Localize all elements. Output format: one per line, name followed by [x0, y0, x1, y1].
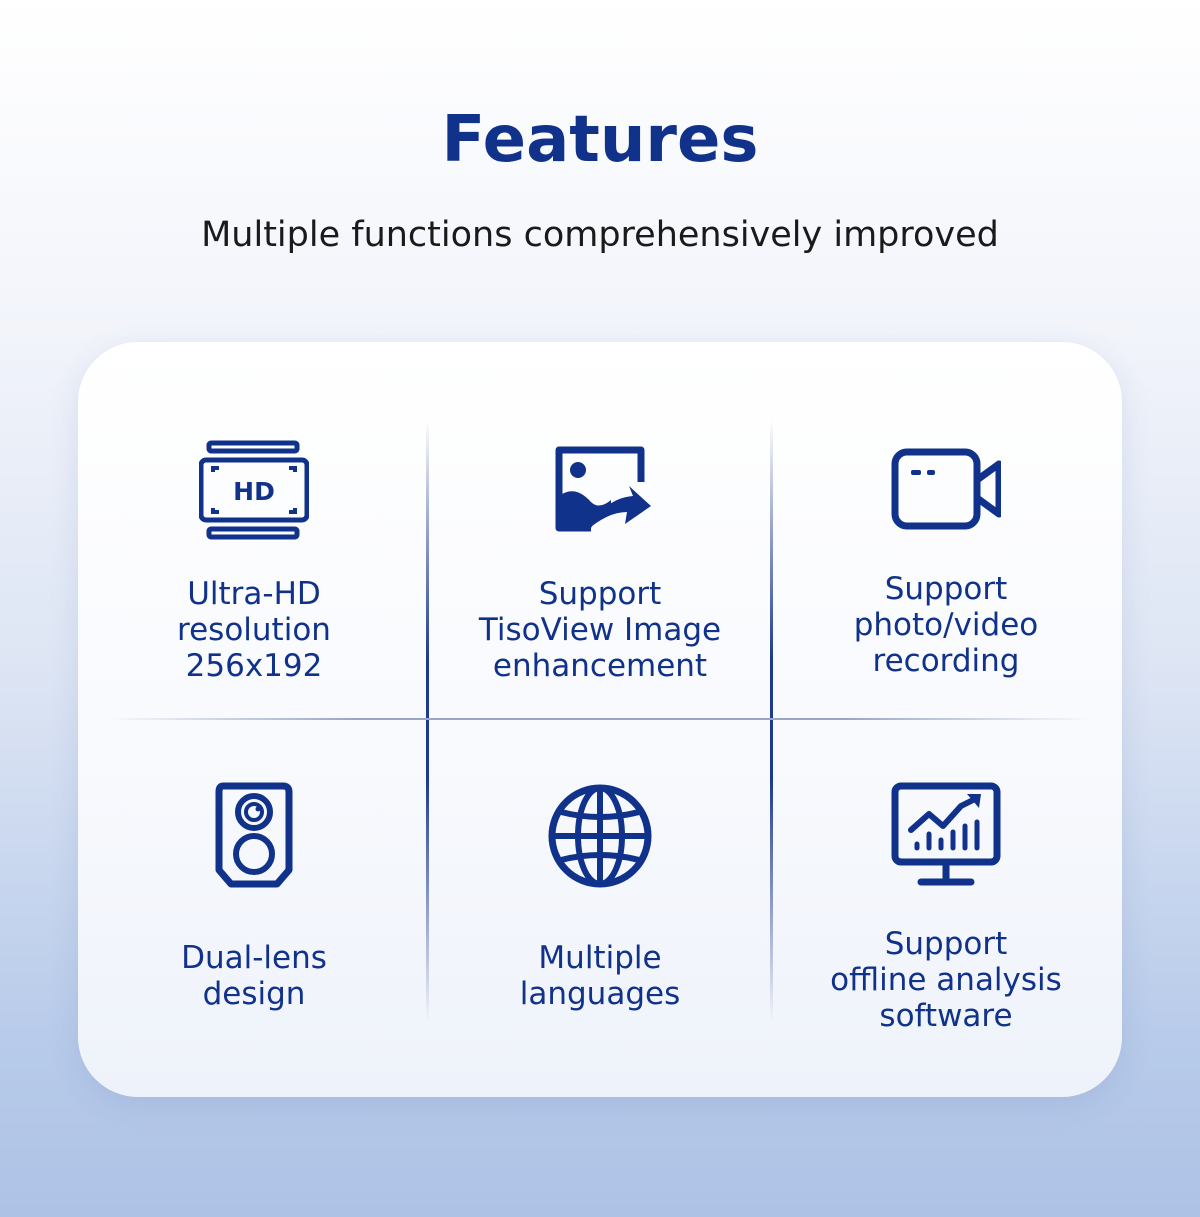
hd-badge-text: HD [233, 477, 275, 506]
feature-label-line: Support [884, 926, 1008, 962]
feature-label-line: Support [538, 576, 662, 612]
analytics-monitor-icon [891, 782, 1001, 892]
feature-label-line: Support [884, 571, 1008, 607]
feature-label-line: Dual-lens [181, 940, 327, 976]
page-title: Features [441, 103, 759, 177]
divider-vertical-2 [770, 420, 773, 1020]
feature-label-line: offline analysis [830, 962, 1062, 998]
feature-label: Ultra-HD resolution 256x192 [82, 576, 426, 684]
feature-label-line: recording [872, 643, 1020, 679]
feature-label-line: Ultra-HD [187, 576, 321, 612]
image-enhancement-icon [545, 440, 655, 550]
feature-label-line: software [879, 998, 1013, 1034]
dual-lens-icon [199, 782, 309, 892]
feature-label-line: 256x192 [185, 648, 323, 684]
feature-label-line: languages [519, 976, 681, 1012]
divider-horizontal [108, 718, 1092, 720]
feature-label-line: photo/video [853, 607, 1039, 643]
feature-label: Support TisoView Image enhancement [428, 576, 772, 684]
feature-label: Dual-lens design [82, 940, 426, 1012]
feature-label-line: enhancement [492, 648, 708, 684]
feature-label: Support photo/video recording [774, 571, 1118, 679]
feature-label-line: TisoView Image [478, 612, 722, 648]
feature-label: Multiple languages [428, 940, 772, 1012]
globe-icon [545, 782, 655, 892]
feature-label-line: resolution [177, 612, 331, 648]
video-camera-icon [891, 440, 1001, 550]
feature-label-line: Multiple [538, 940, 662, 976]
divider-vertical-1 [426, 420, 429, 1020]
feature-label: Support offline analysis software [774, 926, 1118, 1034]
feature-label-line: design [202, 976, 306, 1012]
hd-icon: HD [199, 440, 309, 550]
page-subtitle: Multiple functions comprehensively impro… [201, 215, 999, 255]
features-card: HD Ultra-HD resolution 256x192 Support T… [78, 342, 1122, 1097]
